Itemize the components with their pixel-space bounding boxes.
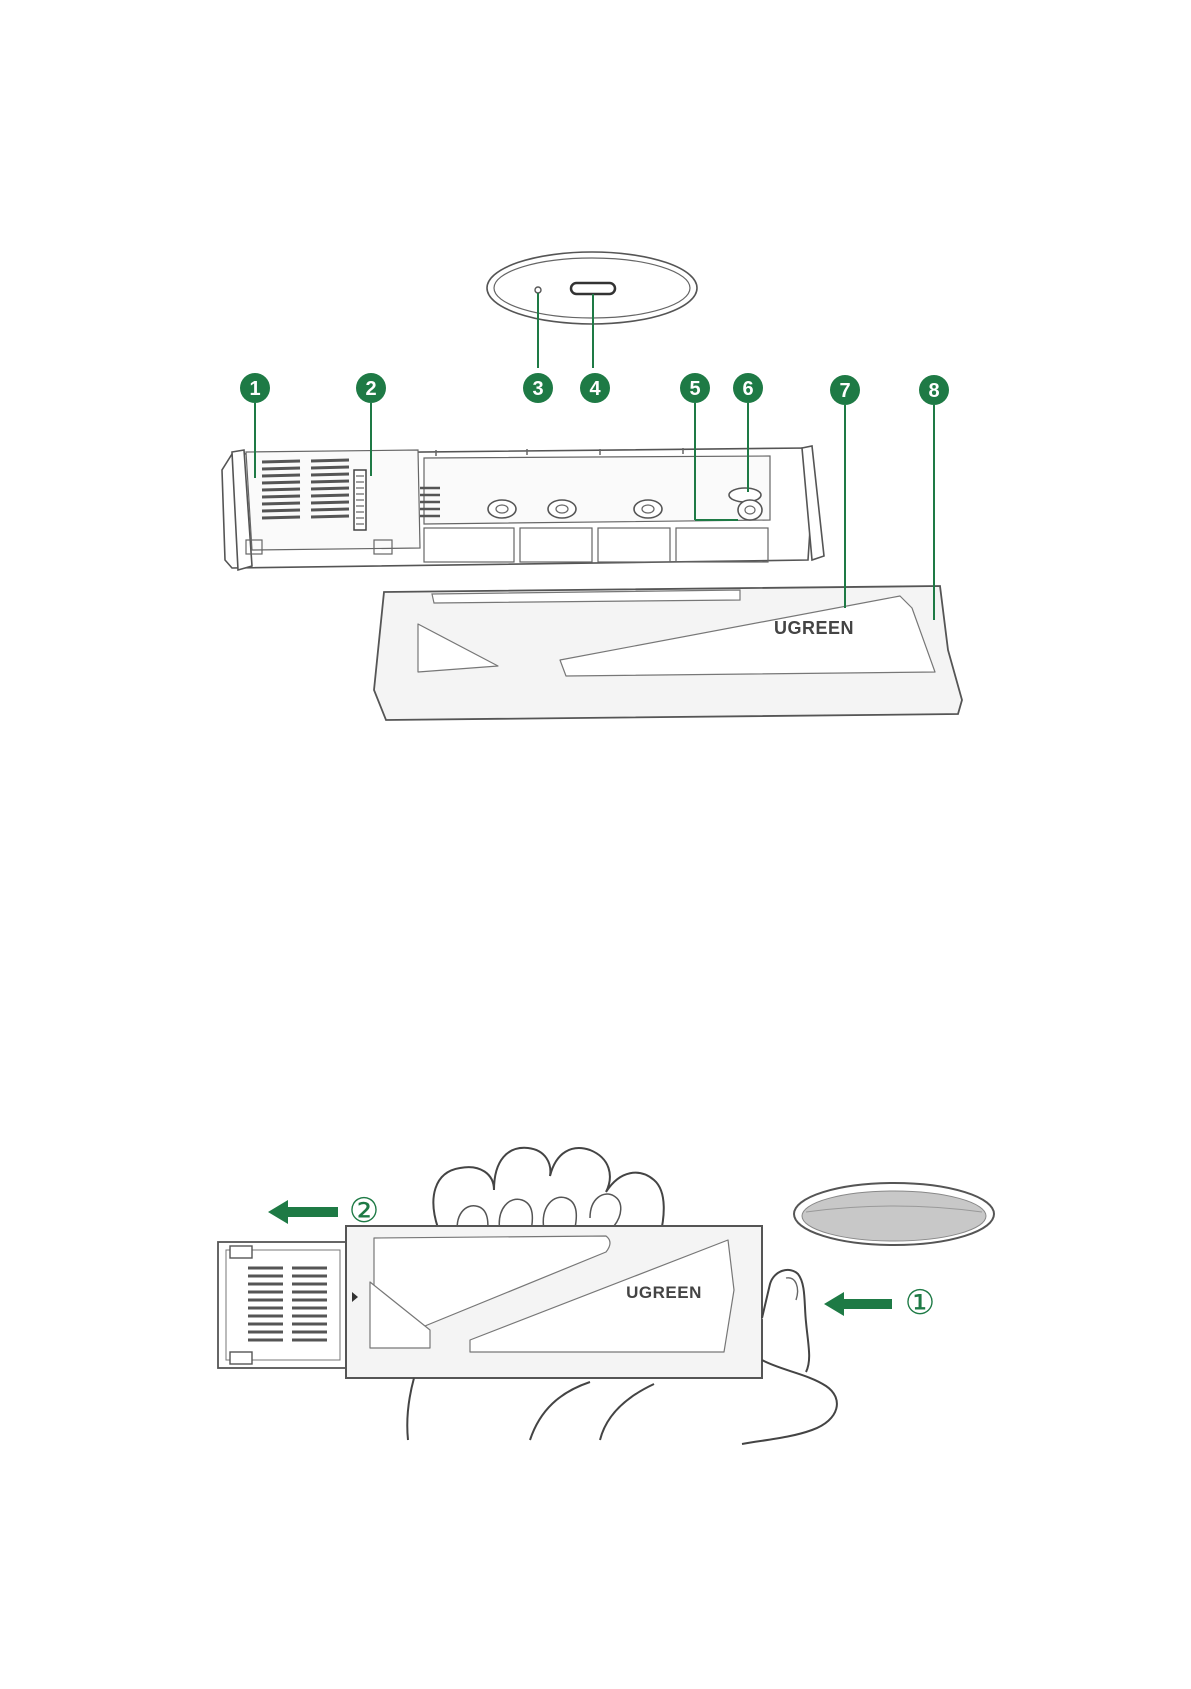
brand-logo-enclosure: UGREEN: [626, 1283, 702, 1302]
callout-5: 5: [680, 373, 710, 403]
svg-text:5: 5: [689, 378, 700, 400]
callout-3: 3: [523, 373, 553, 403]
step-2-arrow: ②: [268, 1192, 379, 1230]
usb-c-port-icon: [571, 283, 615, 294]
removed-end-cap: [794, 1183, 994, 1245]
inner-tray: [222, 446, 824, 570]
tray-removal-diagram: UGREEN ② ①: [218, 1148, 994, 1444]
svg-text:3: 3: [532, 378, 543, 400]
step-1-arrow: ①: [824, 1284, 935, 1322]
callout-4: 4: [580, 373, 610, 403]
callout-2: 2: [356, 373, 386, 403]
callout-7: 7: [830, 375, 860, 405]
callout-1: 1: [240, 373, 270, 403]
svg-text:2: 2: [365, 378, 376, 400]
svg-text:7: 7: [839, 380, 850, 402]
callout-8: 8: [919, 375, 949, 405]
svg-text:8: 8: [928, 380, 939, 402]
svg-text:4: 4: [589, 378, 601, 400]
svg-text:1: 1: [249, 378, 260, 400]
exploded-view-diagram: 1 2 3 4 5 6 7 8: [222, 252, 962, 720]
sliding-tray: [218, 1242, 348, 1368]
enclosure-body: UGREEN: [346, 1226, 762, 1378]
outer-housing: UGREEN: [374, 586, 962, 720]
svg-text:6: 6: [742, 378, 753, 400]
step-1-label: ①: [905, 1284, 935, 1322]
step-2-label: ②: [349, 1192, 379, 1230]
callout-6: 6: [733, 373, 763, 403]
brand-logo-housing: UGREEN: [774, 618, 854, 638]
